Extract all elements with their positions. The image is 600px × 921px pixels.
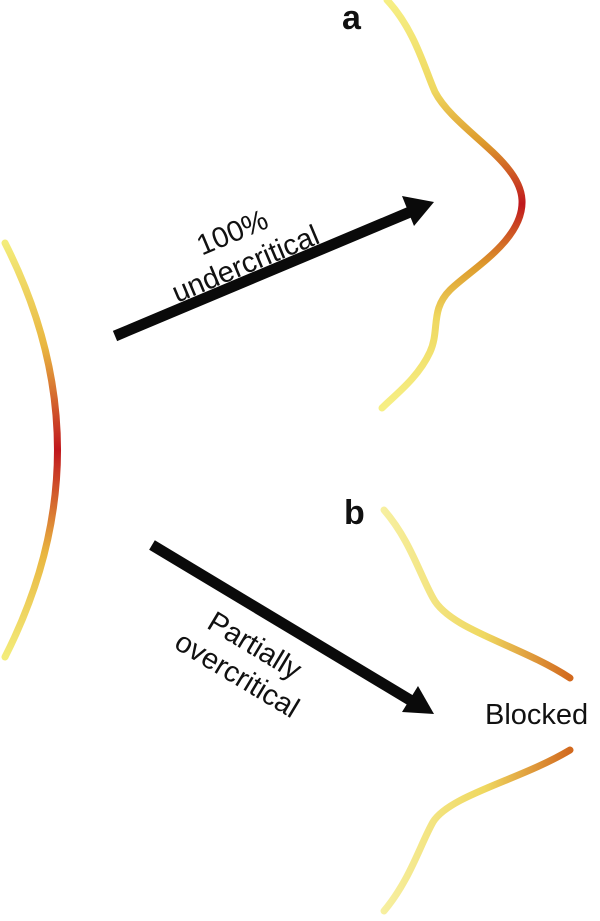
arrow-b-label: Partially overcritical bbox=[169, 606, 307, 725]
panel-a: a 100% undercritical bbox=[112, 0, 526, 412]
panel-b: b Partially overcritical Blocked bbox=[149, 494, 588, 915]
panel-label-a: a bbox=[342, 0, 362, 37]
front-b-lower-curve bbox=[380, 746, 574, 915]
panel-label-b: b bbox=[344, 494, 365, 532]
arrow-a-label: 100% undercritical bbox=[167, 204, 324, 310]
arrow-a bbox=[112, 196, 434, 342]
front-b-upper-curve bbox=[380, 506, 574, 682]
arrow-b bbox=[149, 540, 434, 714]
initial-front-curve bbox=[1, 239, 61, 661]
front-a-curve bbox=[378, 0, 526, 412]
blocked-label: Blocked bbox=[485, 699, 588, 731]
